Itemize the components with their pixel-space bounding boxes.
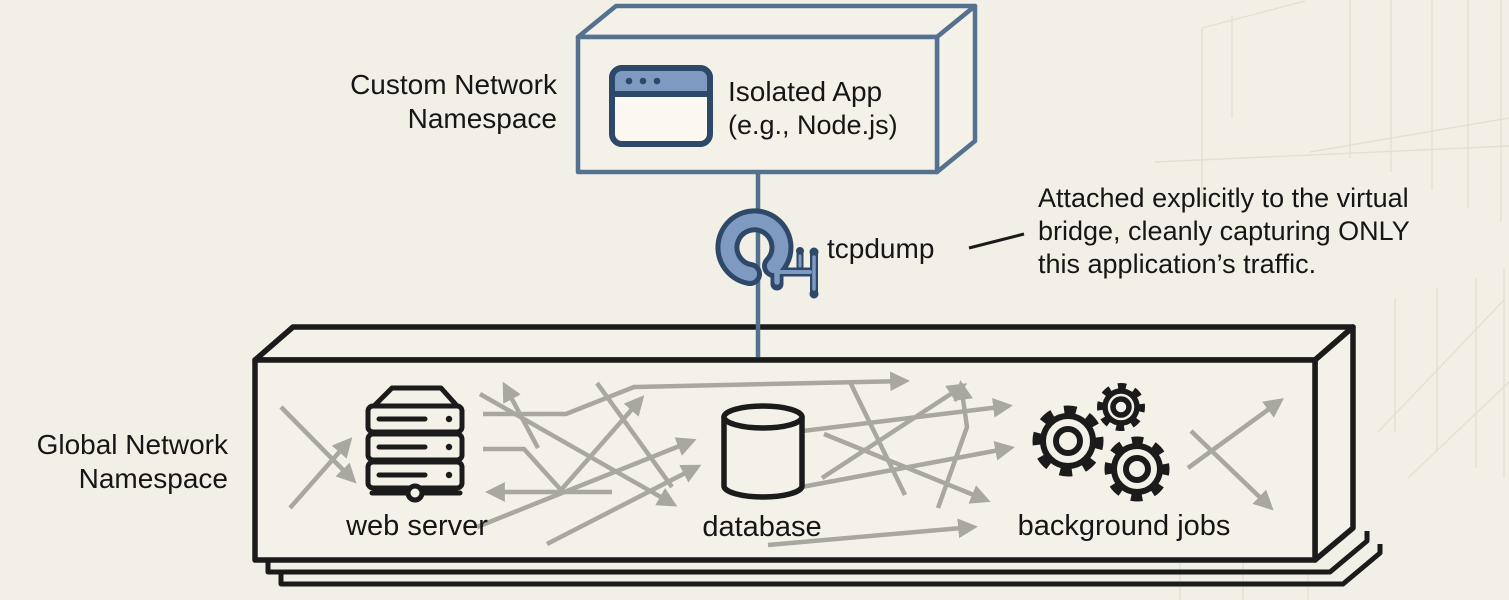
isolated-app-sublabel: (e.g., Node.js) bbox=[728, 110, 898, 140]
isolated-app-label: Isolated App bbox=[728, 76, 883, 107]
database-label: database bbox=[702, 511, 822, 543]
custom-namespace-label: Custom Network Namespace bbox=[350, 69, 557, 134]
stacked-layers bbox=[265, 531, 1383, 587]
background-jobs-label: background jobs bbox=[1017, 510, 1231, 542]
database-cylinder-icon bbox=[721, 403, 805, 500]
web-server-label: web server bbox=[346, 510, 488, 542]
server-rack-icon bbox=[365, 385, 465, 503]
app-window-icon bbox=[609, 65, 713, 147]
annotation-connector-line bbox=[968, 232, 1025, 250]
clamp-icon bbox=[715, 208, 819, 299]
annotation-text: Attached explicitly to the virtual bridg… bbox=[1038, 183, 1410, 279]
mixed-traffic-arrows bbox=[279, 371, 1285, 548]
background-grid-pattern bbox=[1154, 0, 1509, 600]
tcpdump-label: tcpdump bbox=[827, 233, 935, 264]
global-namespace-label: Global Network Namespace bbox=[36, 429, 228, 494]
gears-icon bbox=[1032, 383, 1170, 502]
